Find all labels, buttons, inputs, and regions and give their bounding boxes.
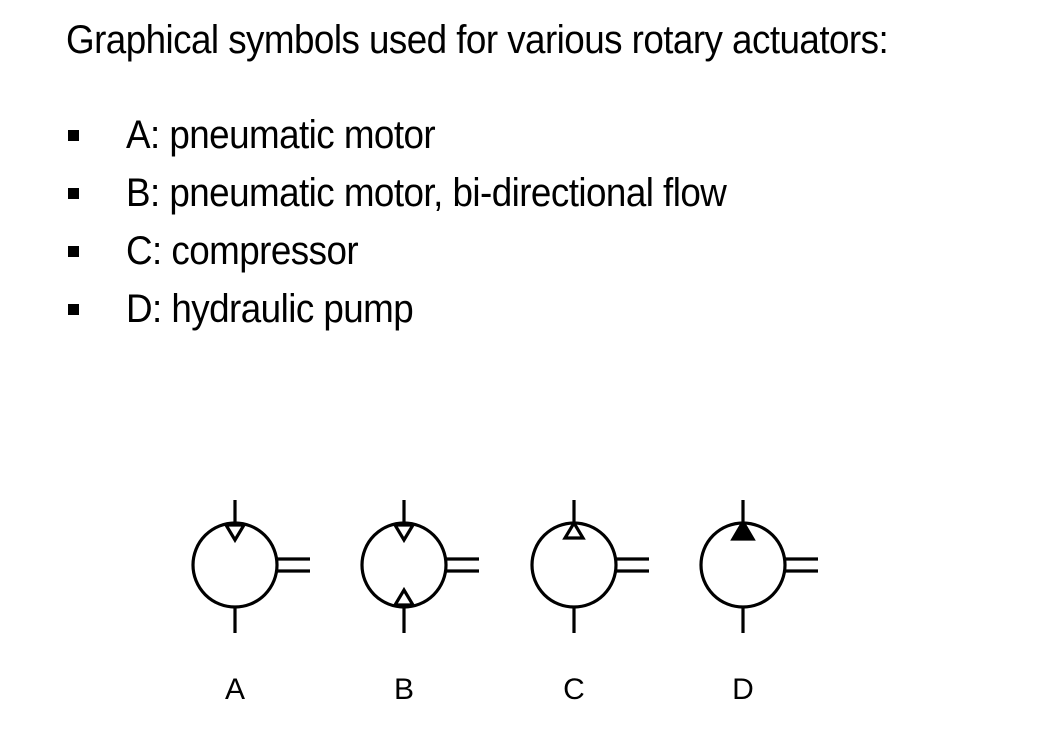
square-bullet-icon (68, 187, 79, 199)
symbol-c (530, 500, 649, 633)
symbol-b-top-triangle (392, 523, 416, 544)
list-item-label: C: compressor (126, 229, 359, 273)
list-item-label: B: pneumatic motor, bi-directional flow (126, 171, 727, 215)
symbol-d-solid-triangle (730, 518, 756, 541)
symbol-a-label: A (225, 673, 245, 706)
symbol-a (191, 500, 310, 633)
square-bullet-icon (68, 303, 79, 315)
symbol-a-inward-triangle (223, 523, 247, 544)
square-bullet-icon (68, 245, 79, 257)
actuator-symbols-diagram: A B C D (191, 500, 818, 706)
symbol-c-outward-triangle (562, 519, 586, 540)
bullet-list: A: pneumatic motor B: pneumatic motor, b… (68, 106, 778, 338)
symbol-d-label: D (732, 673, 754, 706)
list-item: B: pneumatic motor, bi-directional flow (68, 164, 778, 222)
list-item: A: pneumatic motor (68, 106, 778, 164)
list-item-label: A: pneumatic motor (126, 113, 436, 157)
symbol-d (699, 500, 818, 633)
list-item: C: compressor (68, 222, 778, 280)
symbol-b (360, 500, 479, 633)
symbol-c-label: C (563, 673, 585, 706)
symbol-b-bottom-triangle (392, 586, 416, 607)
list-item-label: D: hydraulic pump (126, 287, 414, 331)
symbol-b-label: B (394, 673, 414, 706)
square-bullet-icon (68, 129, 79, 141)
list-item: D: hydraulic pump (68, 280, 778, 338)
page-title: Graphical symbols used for various rotar… (66, 18, 889, 62)
